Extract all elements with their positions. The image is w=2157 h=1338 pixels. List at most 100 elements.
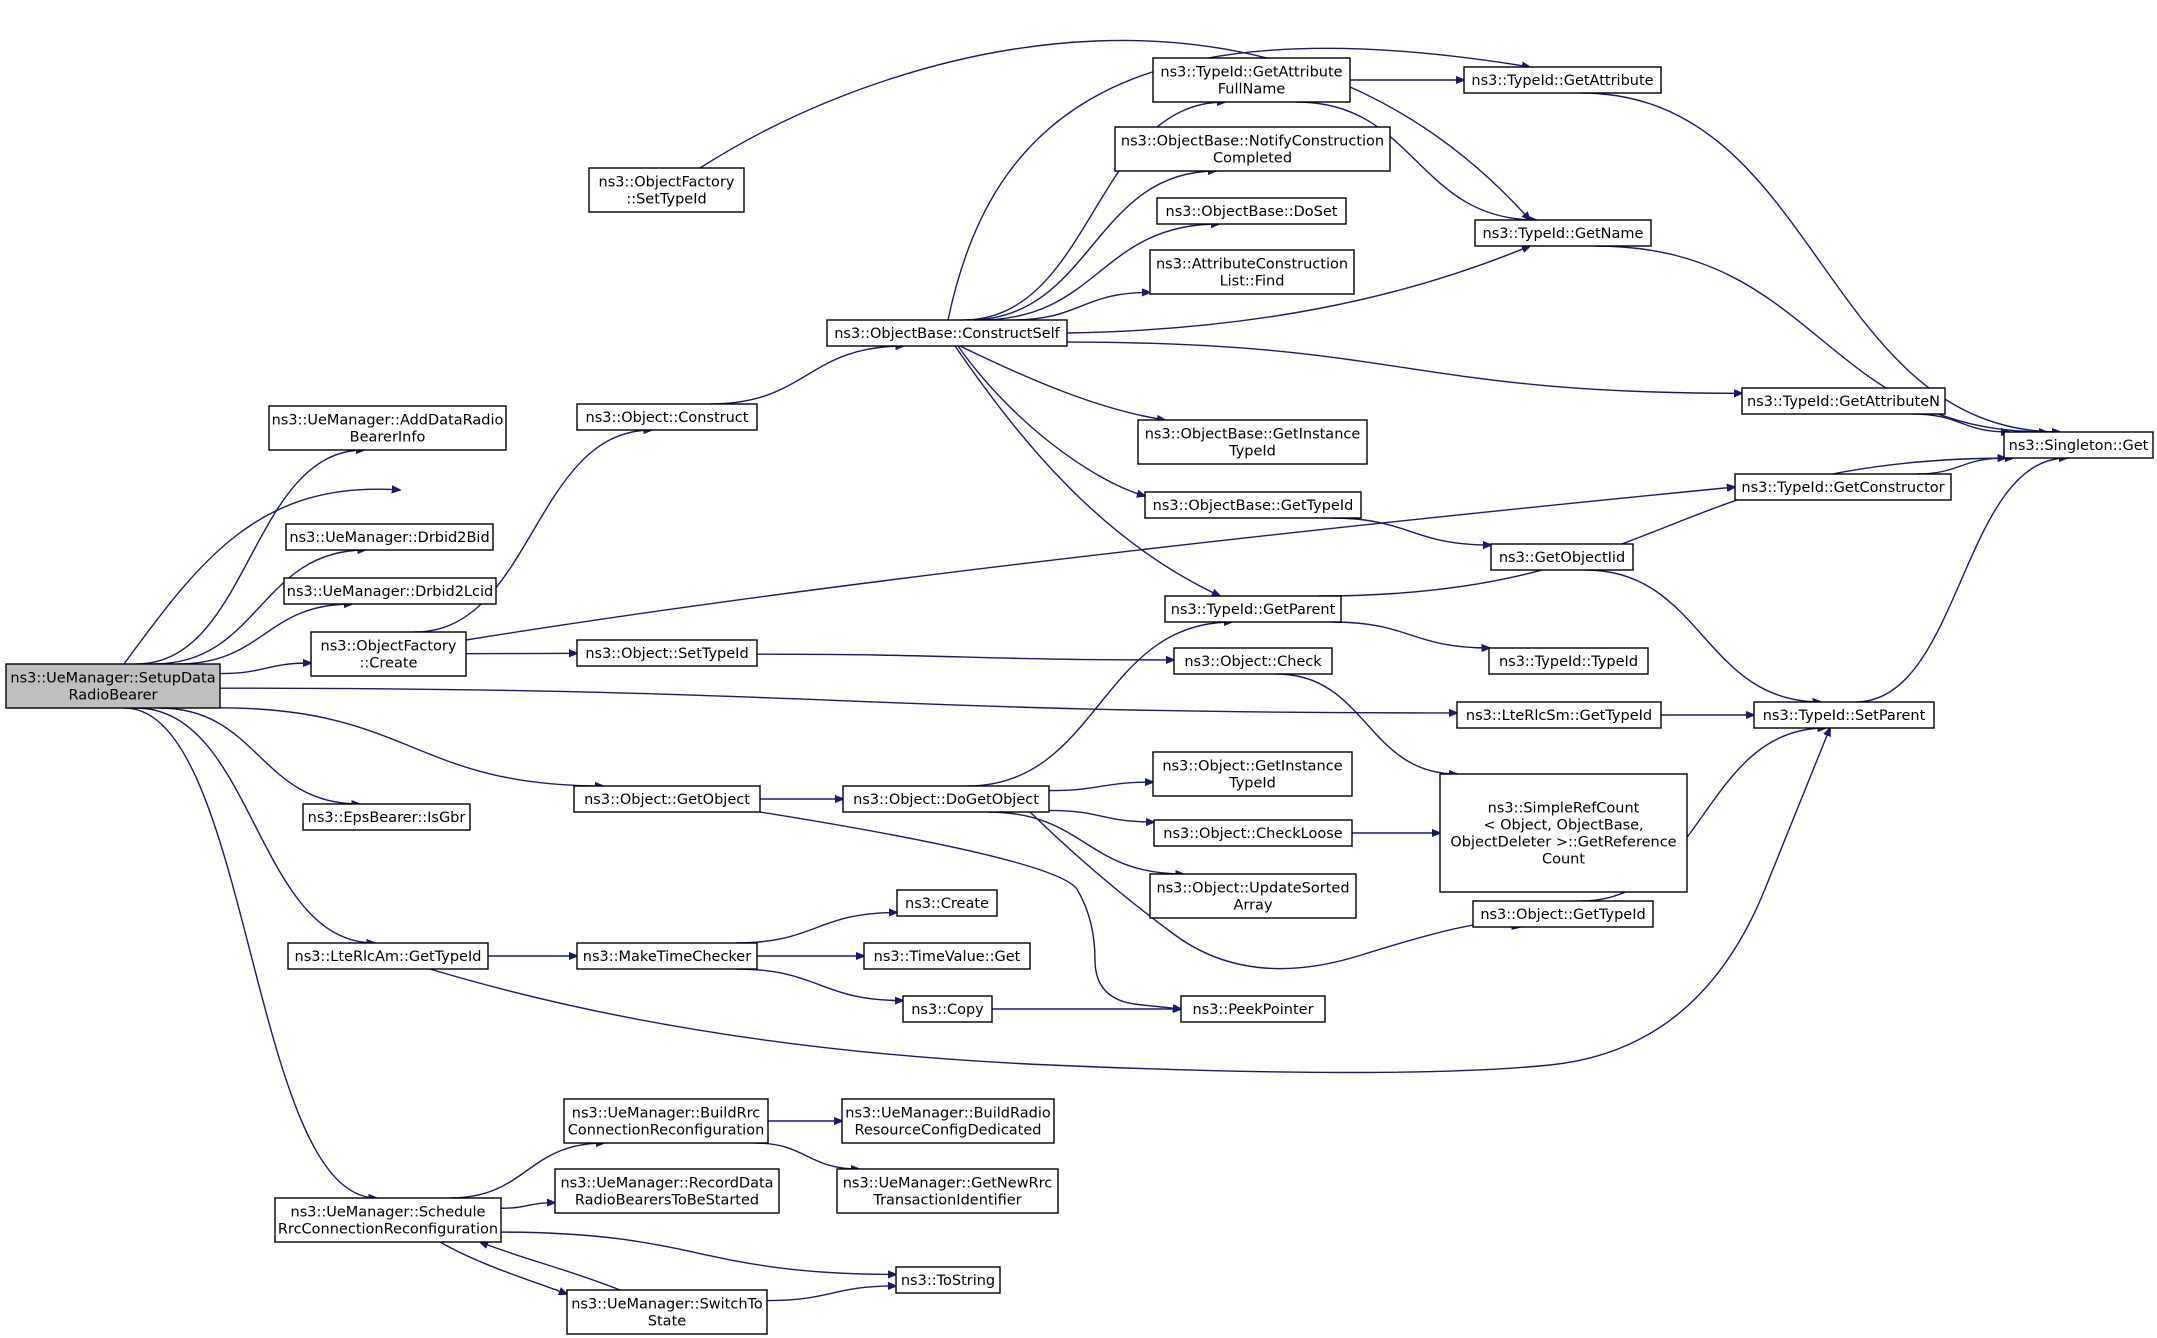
node-label: ns3::Object::SetTypeId <box>585 646 748 662</box>
node-label: ns3::Singleton::Get <box>2009 438 2149 454</box>
node-box <box>566 1289 768 1335</box>
call-edge-MakeTimeChecker-to-Ns3Create <box>735 912 897 944</box>
call-edge-TypeIdGetParent-to-TypeIdTypeId <box>1331 621 1490 648</box>
call-edge-ObjectDoGetObject-to-ObjectUpdateSortedArray <box>987 811 1183 874</box>
node-ScheduleRrc[interactable]: ns3::UeManager::ScheduleRrcConnectionRec… <box>274 1197 502 1243</box>
node-SimpleRefCount[interactable]: ns3::SimpleRefCount< Object, ObjectBase,… <box>1439 773 1688 893</box>
node-ObjectFactorySetTypeId[interactable]: ns3::ObjectFactory::SetTypeId <box>588 167 745 213</box>
node-box <box>576 403 758 431</box>
node-EpsBearerIsGbr[interactable]: ns3::EpsBearer::IsGbr <box>302 803 471 831</box>
node-box <box>2003 431 2154 459</box>
node-ObjectBaseGetTypeId[interactable]: ns3::ObjectBase::GetTypeId <box>1144 491 1362 519</box>
call-edge-LteRlcAmGetTypeId-to-TypeIdSetParent <box>429 728 1830 1074</box>
node-LteRlcSmGetTypeId[interactable]: ns3::LteRlcSm::GetTypeId <box>1456 701 1662 729</box>
node-TypeIdGetConstructor[interactable]: ns3::TypeId::GetConstructor <box>1734 473 1952 501</box>
node-MakeTimeChecker[interactable]: ns3::MakeTimeChecker <box>576 942 758 970</box>
call-edge-ObjectGetObject-to-PeekPointer <box>759 811 1181 1009</box>
node-label: TypeId <box>1228 443 1276 459</box>
node-label: ns3::SimpleRefCount <box>1488 800 1640 816</box>
node-TypeIdTypeId[interactable]: ns3::TypeId::TypeId <box>1488 647 1649 675</box>
node-TimeValueGet[interactable]: ns3::TimeValue::Get <box>863 942 1031 970</box>
node-box <box>895 1266 1001 1294</box>
node-GetNewRrcTransactionId[interactable]: ns3::UeManager::GetNewRrcTransactionIden… <box>836 1168 1059 1214</box>
node-ConstructSelf[interactable]: ns3::ObjectBase::ConstructSelf <box>826 319 1068 347</box>
node-Drbid2Lcid[interactable]: ns3::UeManager::Drbid2Lcid <box>283 577 497 605</box>
call-edge-ObjectBaseGetTypeId-to-GetObjectIid <box>1330 517 1491 545</box>
node-PeekPointer[interactable]: ns3::PeekPointer <box>1180 995 1326 1023</box>
call-edge-SetupDataRadioBearer-to-AddDataRadioBearerInfo <box>136 450 364 665</box>
node-label: ::Create <box>360 655 418 671</box>
node-ObjectDoGetObject[interactable]: ns3::Object::DoGetObject <box>842 785 1050 813</box>
node-label: ns3::ObjectBase::GetTypeId <box>1153 498 1354 514</box>
node-label: ns3::ObjectBase::ConstructSelf <box>834 326 1060 342</box>
node-ObjectSetTypeId[interactable]: ns3::Object::SetTypeId <box>576 639 758 667</box>
node-Drbid2Bid[interactable]: ns3::UeManager::Drbid2Bid <box>285 523 494 551</box>
node-box <box>1152 57 1351 103</box>
node-ObjectBaseDoSet[interactable]: ns3::ObjectBase::DoSet <box>1156 197 1347 225</box>
node-box <box>274 1197 502 1243</box>
node-TypeIdSetParent[interactable]: ns3::TypeId::SetParent <box>1753 701 1935 729</box>
node-box <box>1439 773 1688 893</box>
node-SingletonGet[interactable]: ns3::Singleton::Get <box>2003 431 2154 459</box>
call-edge-GetAttributeFullName-to-TypeIdGetName <box>1296 101 1536 220</box>
node-BuildRadioResourceConfig[interactable]: ns3::UeManager::BuildRadioResourceConfig… <box>841 1098 1055 1144</box>
call-edge-TypeIdGetAttributeN-to-SingletonGet <box>1912 413 2009 432</box>
node-label: ns3::UeManager::GetNewRrc <box>843 1175 1053 1191</box>
node-ObjectGetObject[interactable]: ns3::Object::GetObject <box>573 785 761 813</box>
node-box <box>826 319 1068 347</box>
node-RecordDataRadioBearers[interactable]: ns3::UeManager::RecordDataRadioBearersTo… <box>554 1168 780 1214</box>
node-box <box>1741 387 1946 415</box>
node-label: State <box>648 1313 686 1329</box>
call-edge-ObjectConstruct-to-ConstructSelf <box>710 346 903 405</box>
node-BuildRrcConnRec[interactable]: ns3::UeManager::BuildRrcConnectionReconf… <box>563 1098 769 1144</box>
node-LteRlcAmGetTypeId[interactable]: ns3::LteRlcAm::GetTypeId <box>287 942 489 970</box>
node-label: ns3::TypeId::GetAttributeN <box>1747 394 1940 410</box>
node-TypeIdGetParent[interactable]: ns3::TypeId::GetParent <box>1164 595 1342 623</box>
node-box <box>842 785 1050 813</box>
node-label: ns3::ObjectBase::NotifyConstruction <box>1121 133 1384 149</box>
node-ObjectCheckLoose[interactable]: ns3::Object::CheckLoose <box>1153 819 1353 847</box>
node-label: FullName <box>1218 81 1286 97</box>
node-box <box>1734 473 1952 501</box>
node-box <box>841 1098 1055 1144</box>
node-TypeIdGetAttributeN[interactable]: ns3::TypeId::GetAttributeN <box>1741 387 1946 415</box>
node-box <box>576 942 758 970</box>
node-ObjectFactoryCreate[interactable]: ns3::ObjectFactory::Create <box>310 631 467 677</box>
node-box <box>576 639 758 667</box>
node-label: ns3::UeManager::SwitchTo <box>571 1296 763 1312</box>
node-box <box>1753 701 1935 729</box>
node-label: ns3::PeekPointer <box>1192 1002 1313 1018</box>
node-TypeIdGetName[interactable]: ns3::TypeId::GetName <box>1474 219 1652 247</box>
node-box <box>588 167 745 213</box>
call-edge-GetObjectIid-to-TypeIdSetParent <box>1585 569 1821 702</box>
node-label: ns3::TypeId::SetParent <box>1763 708 1926 724</box>
node-Ns3Create[interactable]: ns3::Create <box>896 889 998 917</box>
node-label: RrcConnectionReconfiguration <box>278 1221 498 1237</box>
node-label: ns3::ObjectBase::DoSet <box>1166 204 1338 220</box>
call-edge-ObjectDoGetObject-to-TypeIdGetParent <box>967 622 1232 787</box>
node-ToString[interactable]: ns3::ToString <box>895 1266 1001 1294</box>
node-label: ns3::LteRlcAm::GetTypeId <box>295 949 482 965</box>
node-box <box>902 995 993 1023</box>
node-ObjectGetTypeId[interactable]: ns3::Object::GetTypeId <box>1472 900 1654 928</box>
node-label: ns3::ObjectFactory <box>599 174 735 190</box>
node-box <box>563 1098 769 1144</box>
node-TypeIdGetAttribute[interactable]: ns3::TypeId::GetAttribute <box>1463 66 1662 94</box>
node-GetObjectIid[interactable]: ns3::GetObjectIid <box>1490 543 1634 571</box>
node-label: ns3::Object::GetInstance <box>1162 758 1342 774</box>
node-Ns3Copy[interactable]: ns3::Copy <box>902 995 993 1023</box>
node-ObjectCheck[interactable]: ns3::Object::Check <box>1173 647 1333 675</box>
node-NotifyConstructionCompleted[interactable]: ns3::ObjectBase::NotifyConstructionCompl… <box>1114 126 1391 172</box>
node-box <box>283 577 497 605</box>
node-label: ns3::TypeId::GetParent <box>1171 602 1336 618</box>
node-ObjectConstruct[interactable]: ns3::Object::Construct <box>576 403 758 431</box>
node-box <box>1152 751 1353 797</box>
